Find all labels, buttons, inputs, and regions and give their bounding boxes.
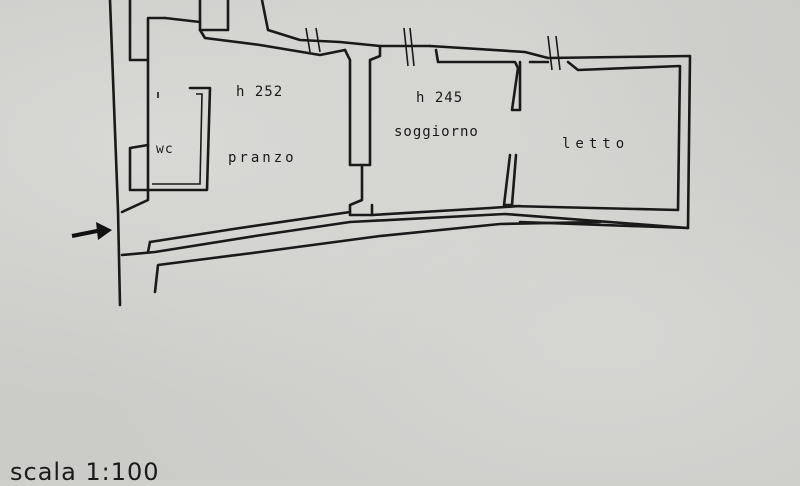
wc-wall-inner	[152, 92, 203, 185]
bottom-wall-lower	[153, 220, 602, 294]
top-wall-inner	[163, 16, 347, 57]
window-mark-3	[547, 35, 561, 71]
room-label-wc: wc	[156, 142, 174, 157]
room-label-pranzo: pranzo	[228, 150, 297, 166]
top-wall-mid	[260, 0, 432, 48]
room-label-soggiorno: soggiorno	[394, 124, 479, 140]
height-label-soggiorno: h 245	[416, 90, 464, 106]
partition-wall	[502, 60, 522, 207]
wc-wall-outer	[128, 86, 212, 192]
entrance-arrow-icon	[71, 222, 112, 240]
left-inner-wall	[120, 0, 167, 214]
left-outer-wall	[108, 0, 122, 307]
top-wall-right-inner	[434, 48, 682, 212]
bottom-wall-upper	[148, 204, 522, 244]
bottom-wall-return	[146, 240, 152, 254]
pillar-lower	[348, 163, 374, 217]
room-label-letto: letto	[562, 136, 630, 152]
central-pillar	[343, 44, 382, 167]
top-wall-left	[198, 0, 230, 32]
scale-label: scala 1:100	[10, 458, 160, 486]
window-mark-2	[403, 27, 415, 67]
window-mark-1	[305, 27, 321, 53]
height-label-pranzo: h 252	[236, 84, 284, 100]
bottom-wall-outer	[120, 212, 690, 257]
